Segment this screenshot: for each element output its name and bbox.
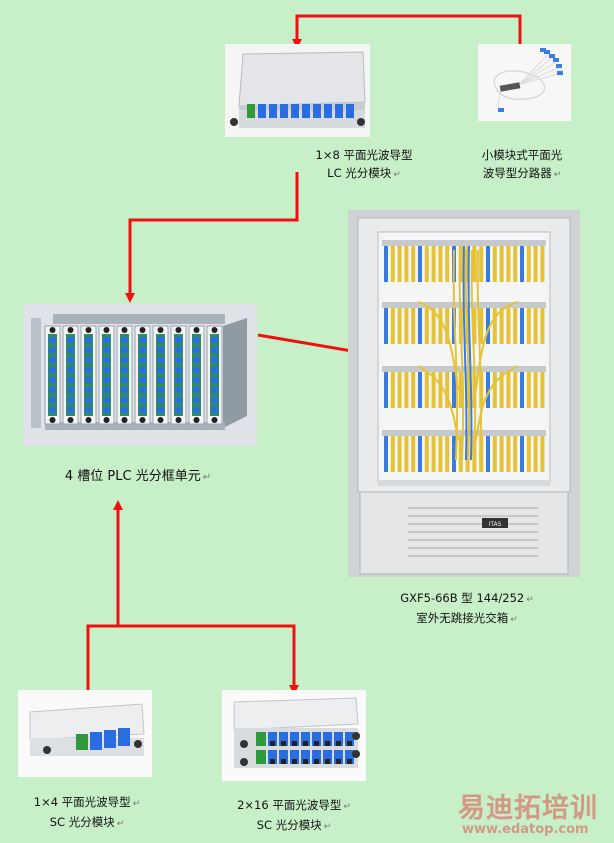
sc-2x16-label: 2×16 平面光波导型↵ SC 光分模块↵ (237, 798, 351, 832)
lc-module-label: 1×8 平面光波导型 LC 光分模块↵ (315, 148, 413, 180)
sc-2x16-module-photo (222, 690, 366, 781)
cabinet-badge: ITAS (489, 521, 502, 528)
cabinet-label: GXF5-66B 型 144/252↵ 室外无跳接光交箱↵ (400, 591, 534, 625)
arrow-mini-to-lc (292, 14, 522, 49)
mini-splitter-photo (478, 44, 571, 121)
cross-connect-cabinet-photo: ITAS (348, 210, 580, 577)
arrow-sc-to-frame (86, 500, 123, 690)
plc-frame-unit-label: 4 槽位 PLC 光分框单元↵ (64, 469, 212, 484)
arrow-lc-to-frame (125, 172, 299, 303)
plc-frame-unit-image (23, 304, 257, 446)
lc-module-photo (225, 44, 370, 137)
sc-1x4-label: 1×4 平面光波导型↵ SC 光分模块↵ (33, 795, 141, 829)
sc-1x4-module-photo (18, 690, 152, 777)
arrow-branch-to-2x16 (118, 624, 299, 695)
watermark-brand: 易迪拓培训 (458, 793, 598, 824)
watermark-url: www.edatop.com (462, 822, 589, 837)
mini-splitter-label: 小模块式平面光 波导型分路器↵ (481, 148, 563, 180)
